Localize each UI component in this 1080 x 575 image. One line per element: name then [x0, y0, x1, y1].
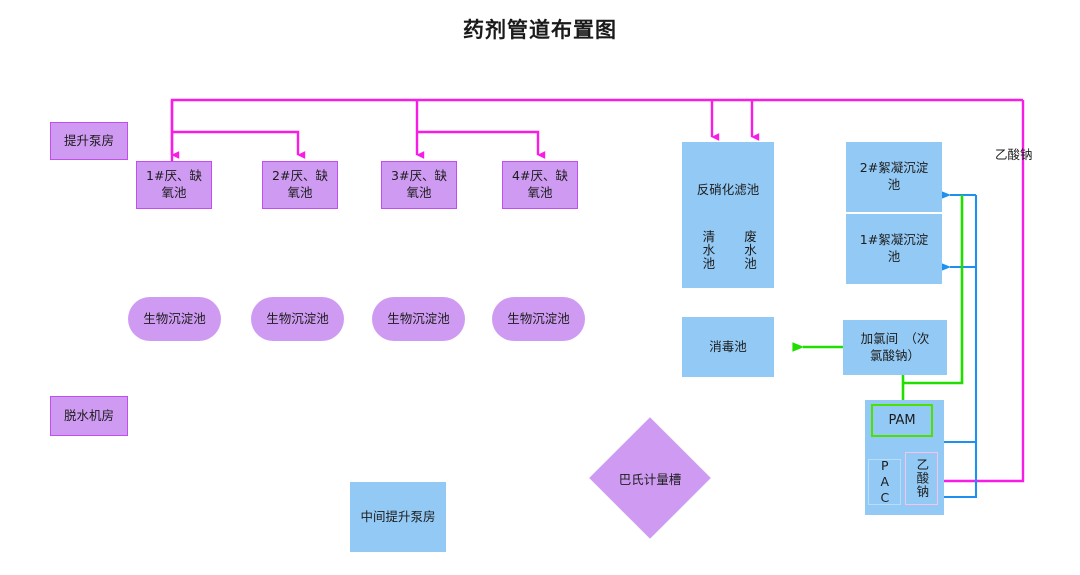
node-anoxic-tank-3[interactable]: 3#厌、缺 氧池: [381, 161, 457, 209]
node-intermediate-pump-house[interactable]: 中间提升泵房: [350, 482, 446, 552]
node-bio-settler-4[interactable]: 生物沉淀池: [492, 297, 585, 341]
anoxic-4-line2: 氧池: [527, 185, 553, 200]
chem-pam-label: PAM: [888, 413, 916, 428]
bio-settler-4-label: 生物沉淀池: [507, 310, 570, 326]
node-parshall-flume[interactable]: 巴氏计量槽: [589, 417, 711, 539]
disinfection-tank-label: 消毒池: [709, 338, 747, 354]
node-dewatering-room[interactable]: 脱水机房: [50, 396, 128, 436]
node-chem-pac[interactable]: PAC: [868, 458, 901, 506]
node-anoxic-tank-2[interactable]: 2#厌、缺 氧池: [262, 161, 338, 209]
magenta-drop-anoxic-2: [172, 130, 306, 159]
sodium-acetate-pipe-label: 乙酸钠: [995, 147, 1033, 162]
magenta-drop-anoxic-4: [417, 130, 546, 159]
chem-pac-label: PAC: [877, 458, 893, 506]
node-chlorination-room[interactable]: 加氯间 （次 氯酸钠）: [843, 320, 947, 375]
node-bio-settler-2[interactable]: 生物沉淀池: [251, 297, 344, 341]
bio-settler-1-label: 生物沉淀池: [143, 310, 206, 326]
denitrification-filter-label: 反硝化滤池: [696, 182, 760, 197]
floc-settler-2-line2: 池: [887, 177, 901, 192]
page-title: 药剂管道布置图: [463, 18, 617, 42]
anoxic-3-line2: 氧池: [406, 185, 432, 200]
node-floc-settler-2[interactable]: 2#絮凝沉淀 池: [846, 142, 942, 212]
anoxic-2-line1: 2#厌、缺: [272, 168, 328, 184]
parshall-flume-label: 巴氏计量槽: [618, 471, 682, 487]
node-chem-pam[interactable]: PAM: [871, 404, 933, 437]
lift-pump-house-label: 提升泵房: [63, 132, 114, 148]
node-bio-settler-3[interactable]: 生物沉淀池: [372, 297, 465, 341]
floc-settler-1-line2: 池: [887, 249, 901, 264]
anoxic-2-line2: 氧池: [287, 185, 313, 200]
chem-sodium-acetate-label: 乙酸钠: [914, 458, 930, 499]
anoxic-1-line2: 氧池: [161, 185, 187, 200]
dewatering-room-label: 脱水机房: [63, 407, 114, 423]
floc-settler-2-line1: 2#絮凝沉淀: [859, 160, 929, 176]
floc-settler-1-line1: 1#絮凝沉淀: [859, 232, 929, 248]
chlorination-room-line2: 氯酸钠）: [869, 347, 920, 363]
node-anoxic-tank-4[interactable]: 4#厌、缺 氧池: [502, 161, 578, 209]
bio-settler-2-label: 生物沉淀池: [266, 310, 329, 326]
node-bio-settler-1[interactable]: 生物沉淀池: [128, 297, 221, 341]
node-floc-settler-1[interactable]: 1#絮凝沉淀 池: [846, 214, 942, 284]
node-chem-sodium-acetate[interactable]: 乙酸钠: [905, 452, 938, 505]
node-denitrification-filter[interactable]: 反硝化滤池 清水池 废水池: [682, 142, 774, 288]
node-disinfection-tank[interactable]: 消毒池: [682, 317, 774, 377]
clear-water-tank-label: 清水池: [700, 230, 716, 271]
anoxic-4-line1: 4#厌、缺: [512, 168, 568, 184]
node-anoxic-tank-1[interactable]: 1#厌、缺 氧池: [136, 161, 212, 209]
bio-settler-3-label: 生物沉淀池: [387, 310, 450, 326]
waste-water-tank-label: 废水池: [742, 230, 757, 271]
node-lift-pump-house[interactable]: 提升泵房: [50, 122, 128, 160]
anoxic-3-line1: 3#厌、缺: [391, 168, 447, 184]
intermediate-pump-house-label: 中间提升泵房: [360, 508, 436, 524]
chlorination-room-line1: 加氯间 （次: [860, 330, 930, 346]
anoxic-1-line1: 1#厌、缺: [146, 168, 202, 184]
